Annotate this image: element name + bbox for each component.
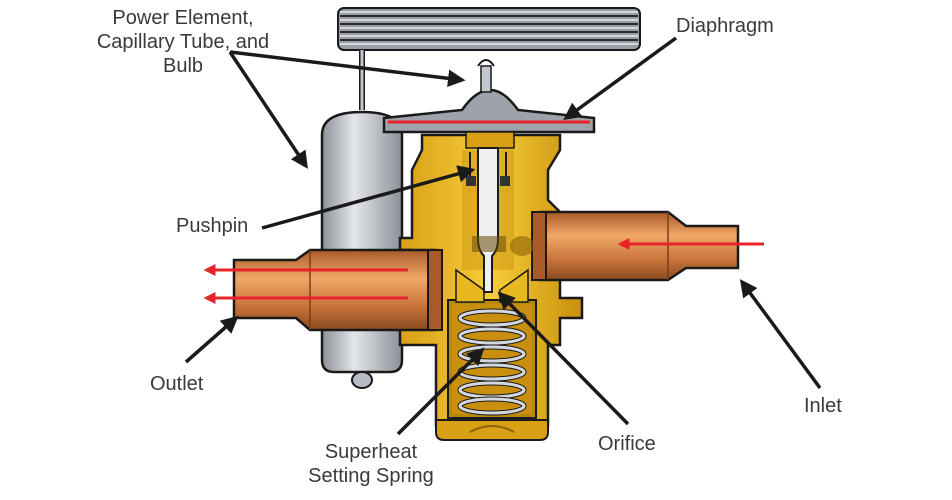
label-power-element-line3: Bulb [162, 55, 204, 77]
label-spring-line1: Superheat [324, 441, 418, 463]
label-spring-line2: Setting Spring [308, 465, 434, 487]
inlet-pipe [510, 210, 740, 282]
leader-outlet [184, 315, 239, 364]
label-pushpin: Pushpin [176, 215, 249, 237]
leader-power-element-bulb [228, 51, 308, 169]
label-power-element: Power Element, Capillary Tube, and Bulb [88, 6, 278, 78]
label-outlet: Outlet [150, 373, 204, 395]
leader-spring [396, 347, 485, 436]
diaphragm-housing [382, 59, 596, 149]
label-diaphragm: Diaphragm [676, 15, 774, 37]
label-power-element-line1: Power Element, [112, 7, 254, 29]
orifice-area [472, 236, 506, 252]
label-power-element-line2: Capillary Tube, and [96, 31, 270, 53]
label-spring: Superheat Setting Spring [296, 440, 446, 488]
leader-inlet [739, 279, 822, 390]
capillary-coil [337, 7, 641, 51]
superheat-spring [452, 304, 532, 416]
outlet-pipe [232, 248, 443, 332]
leader-diaphragm [563, 36, 678, 121]
label-inlet: Inlet [804, 395, 842, 417]
label-orifice: Orifice [598, 433, 656, 455]
leader-lines [184, 36, 822, 436]
flow-arrows [203, 238, 764, 304]
leader-power-element-head [229, 50, 466, 88]
leader-orifice [497, 291, 630, 426]
leader-pushpin [261, 165, 476, 230]
